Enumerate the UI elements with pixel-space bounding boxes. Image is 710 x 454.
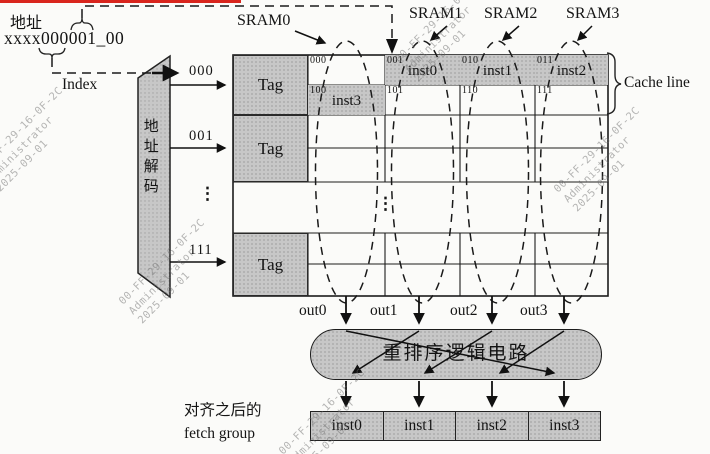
row-label-001: 001 <box>189 128 214 144</box>
cell-addr: 101 <box>387 85 404 96</box>
fetch-inst0-box: inst0 <box>310 411 384 441</box>
decoder-dots: ⋮ <box>199 184 216 203</box>
index-dashed-path <box>51 58 152 74</box>
cache-cell-011: 011 inst2 <box>535 55 608 85</box>
cache-cell-010: 010 inst1 <box>460 55 535 85</box>
fetch-inst0-label: inst0 <box>331 417 362 434</box>
cell-addr: 000 <box>310 55 327 66</box>
cache-cell-110: 110 <box>460 85 535 115</box>
fetch-inst3-box: inst3 <box>527 411 601 441</box>
cell-inst: inst1 <box>482 63 513 79</box>
fetch-inst1-label: inst1 <box>404 417 435 434</box>
cell-addr: 111 <box>537 85 553 96</box>
out0-label: out0 <box>299 302 327 319</box>
sram2-label: SRAM2 <box>484 5 538 22</box>
cell-addr: 110 <box>462 85 479 96</box>
red-scan-line <box>0 0 241 3</box>
sram1-label: SRAM1 <box>409 5 463 22</box>
cache-cell-100: 100 inst3 <box>308 85 385 115</box>
address-title: 地址 <box>10 15 43 32</box>
out1-label: out1 <box>370 302 398 319</box>
address-value: xxxx000001_00 <box>4 28 125 48</box>
cache-cell-111: 111 <box>535 85 608 115</box>
out3-label: out3 <box>520 302 548 319</box>
fetch-inst3-label: inst3 <box>549 417 580 434</box>
tag-label: Tag <box>257 138 284 158</box>
cache-line-label: Cache line <box>624 74 690 91</box>
tag-box-row0: Tag <box>233 55 308 115</box>
sram0-label: SRAM0 <box>237 12 291 29</box>
tag-label: Tag <box>257 254 284 274</box>
index-label: Index <box>62 76 98 93</box>
sram3-label: SRAM3 <box>566 5 620 22</box>
row-label-111: 111 <box>189 242 213 258</box>
reorder-logic-label: 重排序逻辑电路 <box>382 343 530 364</box>
cache-cell-000: 000 <box>308 55 385 85</box>
tag-box-row1: Tag <box>233 115 308 182</box>
table-dots: ⋮ <box>377 194 394 213</box>
cache-line-brace <box>606 52 622 115</box>
cache-cell-101: 101 <box>385 85 460 115</box>
fetch-group-label-en: fetch group <box>184 425 256 442</box>
tag-label: Tag <box>257 75 284 94</box>
fetch-inst2-box: inst2 <box>455 411 529 441</box>
cell-inst: inst2 <box>556 63 587 79</box>
tag-box-row7: Tag <box>233 233 308 296</box>
row-label-000: 000 <box>189 63 214 79</box>
fetch-group-label-cn: 对齐之后的 <box>184 402 262 419</box>
address-decoder-label: 地址解码 <box>141 118 158 198</box>
fetch-inst1-box: inst1 <box>382 411 456 441</box>
fetch-inst2-label: inst2 <box>476 417 507 434</box>
out2-label: out2 <box>450 302 478 319</box>
cell-inst: inst3 <box>331 93 362 109</box>
